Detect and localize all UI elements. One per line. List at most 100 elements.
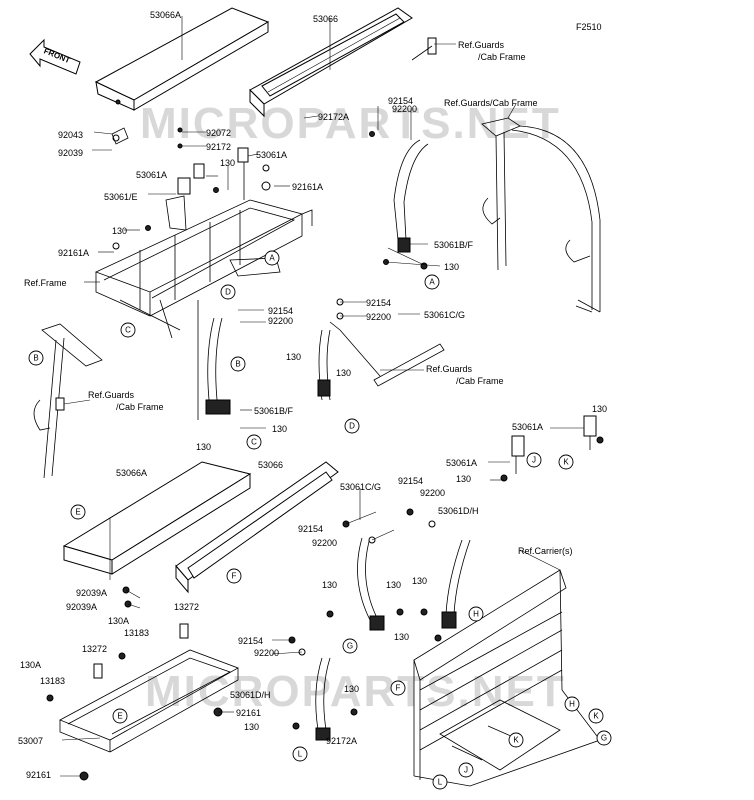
part-label: 53061B/F — [254, 406, 294, 416]
bracket-top-right — [411, 37, 437, 61]
part-label: 53066A — [150, 10, 181, 20]
callout-circle — [28, 350, 44, 366]
part-label: 92161 — [236, 708, 261, 718]
callout-marker: D — [220, 284, 236, 300]
part-label: 130 — [272, 424, 287, 434]
part-label: 130A — [20, 660, 41, 670]
callout-circle — [468, 606, 484, 622]
callout-circle — [588, 708, 604, 724]
callout-circle — [292, 746, 308, 762]
part-label: 130 — [336, 368, 351, 378]
part-label: 130 — [592, 404, 607, 414]
seat-belt-center-left — [197, 300, 231, 420]
part-label: /Cab Frame — [478, 52, 526, 62]
seat-back-top — [249, 7, 413, 118]
part-label: 53061D/H — [438, 506, 479, 516]
callout-letter: J — [532, 456, 536, 465]
buckles-right — [500, 415, 604, 482]
callout-marker: L — [432, 774, 448, 790]
callout-letter: D — [225, 288, 231, 297]
part-label: 53061C/G — [340, 482, 381, 492]
callout-circle — [424, 274, 440, 290]
part-label: 92154 — [268, 306, 293, 316]
callout-marker: A — [424, 274, 440, 290]
cab-frame-left — [33, 323, 103, 479]
callout-letter: A — [269, 254, 275, 263]
part-label: 92200 — [254, 648, 279, 658]
part-label: 53061/E — [104, 192, 138, 202]
callout-circle — [526, 452, 542, 468]
callout-circle — [596, 730, 612, 746]
callout-marker: B — [28, 350, 44, 366]
part-label: Ref.Carrier(s) — [518, 546, 573, 556]
part-label: 13183 — [124, 628, 149, 638]
part-label: Ref.Guards/Cab Frame — [444, 98, 538, 108]
seat-base-frame — [94, 199, 313, 339]
part-label: 53061A — [256, 150, 287, 160]
part-label: Ref.Frame — [24, 278, 67, 288]
seat-back-bottom — [175, 461, 339, 594]
callout-marker: K — [558, 454, 574, 470]
callout-circle — [558, 454, 574, 470]
callout-circle — [264, 250, 280, 266]
seat-belt-top-right — [387, 139, 429, 265]
part-label: 92161 — [26, 770, 51, 780]
callout-circle — [564, 696, 580, 712]
callout-marker: C — [246, 434, 262, 450]
hardware-top — [111, 127, 428, 320]
part-label: 130 — [322, 580, 337, 590]
part-label: 13183 — [40, 676, 65, 686]
callout-circle — [390, 680, 406, 696]
part-label: 92200 — [420, 488, 445, 498]
seat-belt-center-right — [317, 321, 445, 401]
callout-circle — [342, 638, 358, 654]
watermark-bottom: MICROPARTS.NET — [145, 667, 566, 716]
part-label: 92154 — [388, 96, 413, 106]
part-label: 92172A — [326, 736, 357, 746]
callout-circle — [70, 504, 86, 520]
callout-circle — [112, 708, 128, 724]
seat-belt-top-left — [165, 147, 249, 231]
part-label: 92154 — [298, 524, 323, 534]
part-label: 53061B/F — [434, 240, 474, 250]
part-label: 92161A — [292, 182, 323, 192]
callout-letter: D — [349, 422, 355, 431]
callout-circle — [230, 356, 246, 372]
part-label: 92200 — [392, 104, 417, 114]
part-label: 130 — [412, 576, 427, 586]
callout-letter: A — [429, 278, 435, 287]
seat-cushion-bottom — [62, 461, 252, 575]
part-label: 92039A — [66, 602, 97, 612]
callout-letter: H — [569, 700, 575, 709]
part-label: 92154 — [366, 298, 391, 308]
part-label: 92154 — [398, 476, 423, 486]
part-label: 130 — [220, 158, 235, 168]
part-label: 130 — [196, 442, 211, 452]
callout-marker: J — [458, 762, 474, 778]
callout-letter: C — [251, 438, 257, 447]
callout-circle — [344, 418, 360, 434]
seat-belt-bottom-center — [315, 537, 471, 741]
part-label: Ref.Guards — [426, 364, 473, 374]
part-label: 92039 — [58, 148, 83, 158]
callout-marker: K — [588, 708, 604, 724]
part-label: 53061A — [136, 170, 167, 180]
part-label: 130 — [244, 722, 259, 732]
part-label: 92161A — [58, 248, 89, 258]
part-label: /Cab Frame — [116, 402, 164, 412]
callout-marker: G — [342, 638, 358, 654]
callout-letter: B — [235, 360, 240, 369]
part-label: 92200 — [366, 312, 391, 322]
callout-letter: K — [593, 712, 599, 721]
callout-letter: G — [347, 642, 353, 651]
callout-circle — [246, 434, 262, 450]
part-label: 130 — [286, 352, 301, 362]
part-label: 130 — [386, 580, 401, 590]
callout-circle — [120, 322, 136, 338]
callout-marker: L — [292, 746, 308, 762]
part-label: 53066 — [313, 14, 338, 24]
part-label: 92172A — [318, 112, 349, 122]
callout-circle — [226, 568, 242, 584]
part-label: F2510 — [576, 22, 602, 32]
